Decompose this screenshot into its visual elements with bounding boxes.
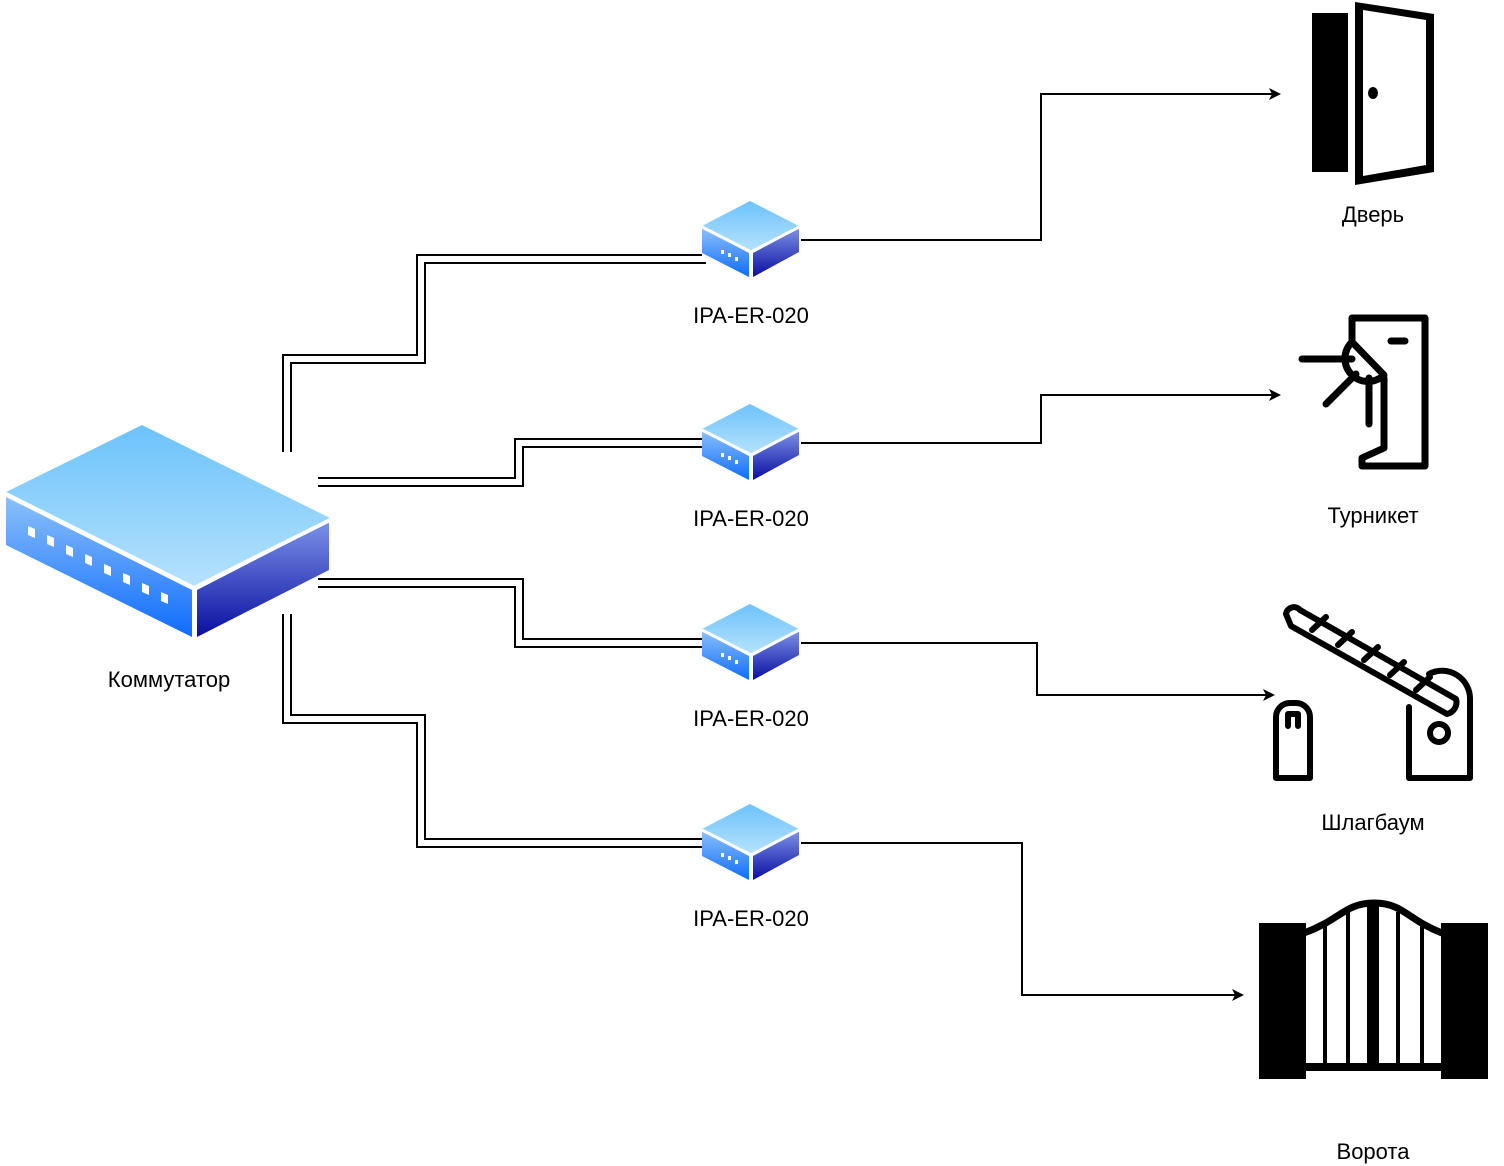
- door-icon[interactable]: [1312, 2, 1434, 185]
- controller-icon[interactable]: [701, 201, 800, 278]
- controller-label-4: IPA-ER-020: [693, 906, 809, 931]
- controller-icon[interactable]: [701, 604, 800, 681]
- controller-icon[interactable]: [701, 404, 800, 481]
- device-links: [801, 88, 1281, 1001]
- link-controller-barrier[interactable]: [801, 642, 1275, 701]
- link-switch-controller-1[interactable]: [282, 254, 706, 452]
- controllers: [701, 201, 800, 881]
- controller-label-1: IPA-ER-020: [693, 303, 809, 328]
- door-label: Дверь: [1341, 202, 1405, 227]
- barrier-label: Шлагбаум: [1321, 810, 1425, 835]
- controller-label-3: IPA-ER-020: [693, 706, 809, 731]
- link-switch-controller-2[interactable]: [318, 438, 702, 487]
- gate-label: Ворота: [1336, 1139, 1410, 1164]
- link-switch-controller-4[interactable]: [282, 614, 702, 848]
- turnstile-icon[interactable]: [1298, 314, 1429, 470]
- controller-icon[interactable]: [701, 804, 800, 881]
- link-controller-door[interactable]: [801, 88, 1281, 241]
- link-switch-controller-3[interactable]: [318, 578, 702, 648]
- link-controller-turnstile[interactable]: [801, 389, 1281, 444]
- link-controller-gate[interactable]: [801, 842, 1244, 1001]
- switch-ports: [28, 526, 168, 604]
- switch-links: [282, 254, 706, 848]
- barrier-icon[interactable]: [1273, 604, 1474, 781]
- controller-label-2: IPA-ER-020: [693, 506, 809, 531]
- network-switch-icon[interactable]: [5, 425, 331, 638]
- switch-label: Коммутатор: [107, 667, 231, 692]
- turnstile-label: Турникет: [1327, 503, 1419, 528]
- gate-icon[interactable]: [1259, 899, 1488, 1079]
